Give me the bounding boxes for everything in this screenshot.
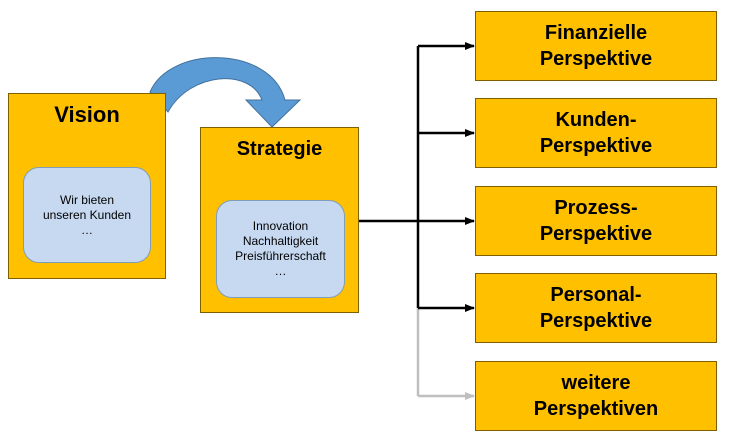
strategy-line: Innovation	[252, 219, 309, 233]
vision-line: Wir bieten	[59, 192, 115, 207]
perspective-label: Prozess-	[554, 197, 638, 219]
curved-arrow-vision-to-strategy	[149, 57, 302, 128]
perspective-label: weitere	[561, 372, 631, 394]
vision-line: unseren Kunden	[42, 207, 132, 222]
perspective-label: Perspektive	[539, 135, 653, 157]
perspective-label: Perspektiven	[533, 398, 659, 420]
vision-box: Vision Wir bieten unseren Kunden …	[8, 93, 166, 279]
perspective-weitere: weitere Perspektiven	[475, 361, 717, 431]
strategy-line: Preisführerschaft	[235, 249, 326, 263]
perspective-label: Perspektive	[539, 48, 653, 70]
strategy-line: …	[274, 264, 287, 278]
vision-line: …	[81, 222, 93, 237]
perspective-prozess: Prozess- Perspektive	[475, 186, 717, 256]
perspective-label: Perspektive	[539, 310, 653, 332]
strategy-line: Nachhaltigkeit	[242, 234, 319, 248]
perspective-label: Personal-	[550, 284, 642, 306]
strategy-title: Strategie	[236, 138, 323, 160]
perspective-kunden: Kunden- Perspektive	[475, 98, 717, 168]
vision-title: Vision	[54, 102, 120, 127]
perspective-personal: Personal- Perspektive	[475, 273, 717, 343]
strategy-box: Strategie Innovation Nachhaltigkeit Prei…	[200, 127, 359, 313]
perspective-finanzielle: Finanzielle Perspektive	[475, 11, 717, 81]
vision-content: Wir bieten unseren Kunden …	[23, 167, 151, 263]
perspective-label: Perspektive	[539, 223, 653, 245]
perspective-label: Finanzielle	[544, 22, 648, 44]
perspective-label: Kunden-	[555, 109, 637, 131]
strategy-content: Innovation Nachhaltigkeit Preisführersch…	[216, 200, 345, 298]
